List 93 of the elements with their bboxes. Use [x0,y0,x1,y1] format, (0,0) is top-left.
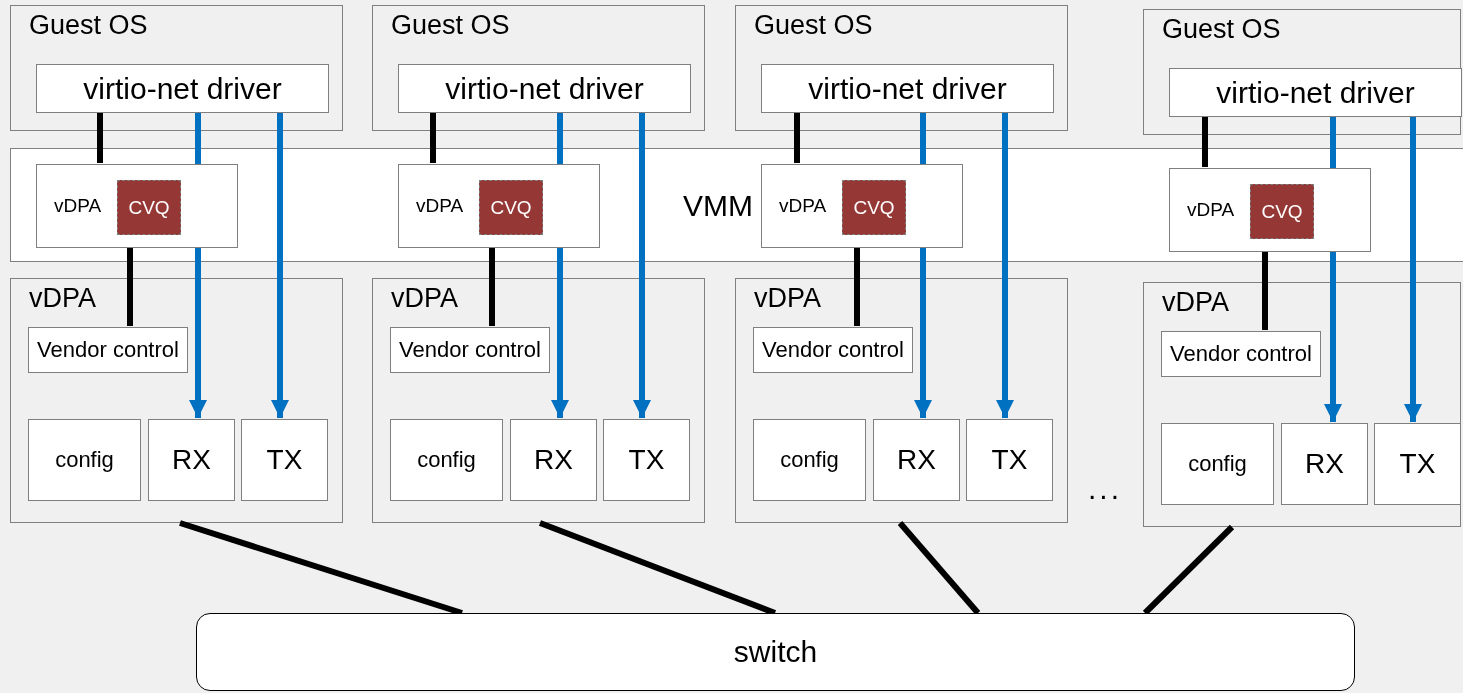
box-label: vDPA [779,195,827,217]
arrow [996,112,1014,418]
arrow [633,112,651,418]
connector-line [97,112,103,163]
vendor-control-box [390,327,550,373]
box-label: config [55,447,114,473]
box-label: CVQ [128,196,170,219]
vdpa-box [1169,168,1371,252]
connector-line [430,112,436,163]
vdpa-box [398,164,600,248]
driver-box [398,64,691,113]
box-label: config [417,447,476,473]
vendor-control-box [1161,331,1321,377]
cvq-box [479,180,543,235]
connector-line [538,520,777,616]
rx-box [1281,423,1368,505]
box-label: vDPA [1187,199,1235,221]
connector-line [897,521,981,615]
driver-box [761,64,1054,113]
config-box [1161,423,1274,505]
box-label: TX [628,444,665,476]
box-label: Vendor control [1170,341,1312,367]
arrow [271,112,289,418]
rx-box [148,419,235,501]
tx-box [241,419,328,501]
box-label: virtio-net driver [83,71,282,106]
box-label: RX [534,444,573,476]
box-label: Vendor control [399,337,541,363]
box-label: Vendor control [762,337,904,363]
vdpa-panel [1143,282,1461,527]
vdpa-box [761,164,963,248]
connector-line [1202,116,1208,167]
box-label: vDPA [416,195,464,217]
box-label: TX [1399,448,1436,480]
guest-os-panel [1143,9,1461,135]
guest-os-panel [10,5,343,131]
tx-box [603,419,690,501]
panel-title: vDPA [1162,287,1229,318]
box-label: virtio-net driver [808,71,1007,106]
tx-box [966,419,1053,501]
panel-title: Guest OS [391,10,510,41]
guest-os-panel [735,5,1068,131]
box-label: virtio-net driver [1216,75,1415,110]
arrow [1404,116,1422,422]
connector-line [489,247,495,326]
connector-line [179,520,463,616]
panel-title: Guest OS [1162,14,1281,45]
box-label: CVQ [490,196,532,219]
box-label: Vendor control [37,337,179,363]
box-label: RX [897,444,936,476]
cvq-box [1250,184,1314,239]
vmm-band [10,148,1463,262]
vdpa-panel [372,278,705,523]
panel-title: vDPA [754,283,821,314]
box-label: TX [266,444,303,476]
box-label: RX [1305,448,1344,480]
ellipsis-label: ... [1088,472,1122,506]
vdpa-box [36,164,238,248]
cvq-box [842,180,906,235]
box-label: vDPA [54,195,102,217]
connector-line [1262,251,1268,330]
box-label: virtio-net driver [445,71,644,106]
switch-box [196,613,1355,691]
vdpa-panel [735,278,1068,523]
config-box [390,419,503,501]
rx-box [510,419,597,501]
connector-line [794,112,800,163]
box-label: TX [991,444,1028,476]
box-label: CVQ [1261,200,1303,223]
box-label: config [780,447,839,473]
panel-title: vDPA [391,283,458,314]
tx-box [1374,423,1461,505]
config-box [28,419,141,501]
box-label: CVQ [853,196,895,219]
panel-title: VMM [683,189,753,223]
cvq-box [117,180,181,235]
rx-box [873,419,960,501]
config-box [753,419,866,501]
box-label: config [1188,451,1247,477]
panel-title: vDPA [29,283,96,314]
guest-os-panel [372,5,705,131]
connector-line [1142,524,1235,616]
vdpa-panel [10,278,343,523]
vendor-control-box [28,327,188,373]
box-label: switch [733,635,818,669]
connector-line [127,247,133,326]
box-label: RX [172,444,211,476]
panel-title: Guest OS [754,10,873,41]
panel-title: Guest OS [29,10,148,41]
driver-box [1169,68,1462,117]
driver-box [36,64,329,113]
vendor-control-box [753,327,913,373]
connector-line [854,247,860,326]
